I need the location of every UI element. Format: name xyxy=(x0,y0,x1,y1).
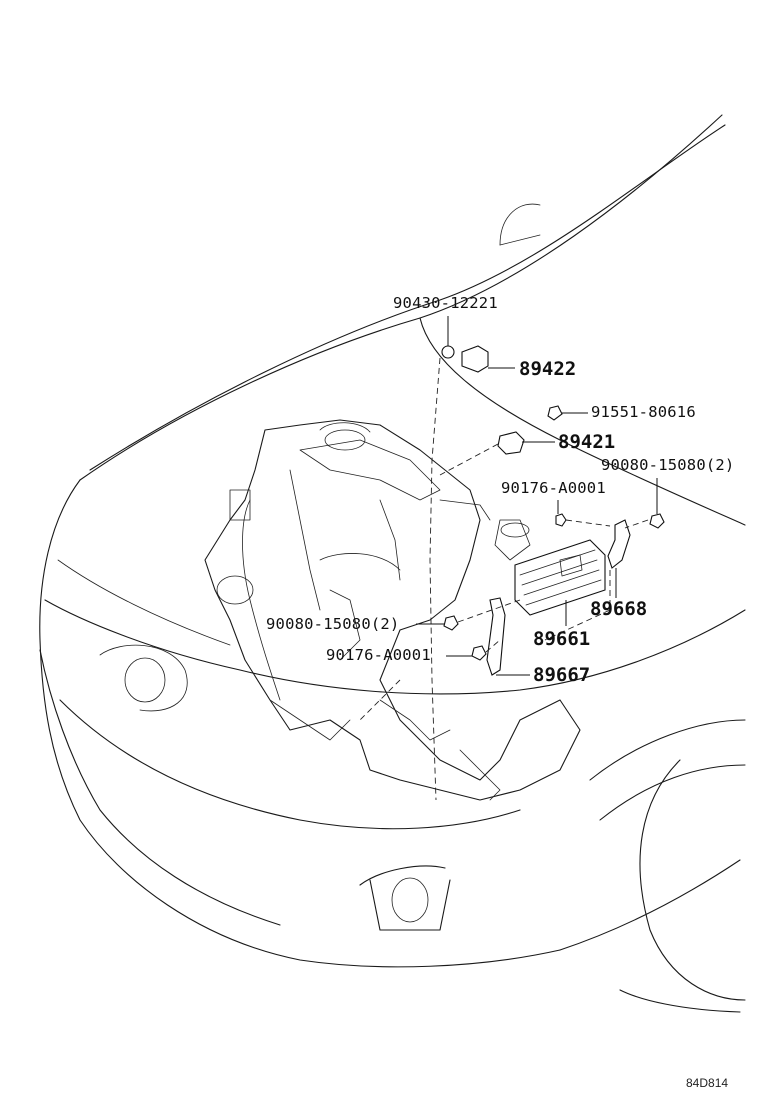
front-body-outline xyxy=(39,479,746,1013)
label-90176-a0001-mid: 90176-A0001 xyxy=(326,646,431,664)
label-89661: 89661 xyxy=(533,628,591,650)
label-89667: 89667 xyxy=(533,664,591,686)
diagram-code: 84D814 xyxy=(686,1076,729,1090)
leader-lines xyxy=(416,316,658,676)
label-90176-a0001-top: 90176-A0001 xyxy=(501,479,606,497)
label-89422: 89422 xyxy=(519,358,577,380)
label-90080-15080-top: 90080-15080(2) xyxy=(601,456,735,474)
bracket-89667 xyxy=(486,597,506,676)
label-89668: 89668 xyxy=(590,598,648,620)
label-89421: 89421 xyxy=(558,431,616,453)
label-91551-80616: 91551-80616 xyxy=(591,403,696,421)
bracket-89668 xyxy=(607,519,631,569)
label-90080-15080-mid: 90080-15080(2) xyxy=(266,615,400,633)
assembly-lines xyxy=(359,357,649,801)
label-90430-12221: 90430-12221 xyxy=(393,294,498,312)
hood-outline xyxy=(79,114,746,526)
ecu-module xyxy=(514,539,606,616)
small-parts xyxy=(441,345,665,661)
engine-assembly xyxy=(204,419,581,801)
